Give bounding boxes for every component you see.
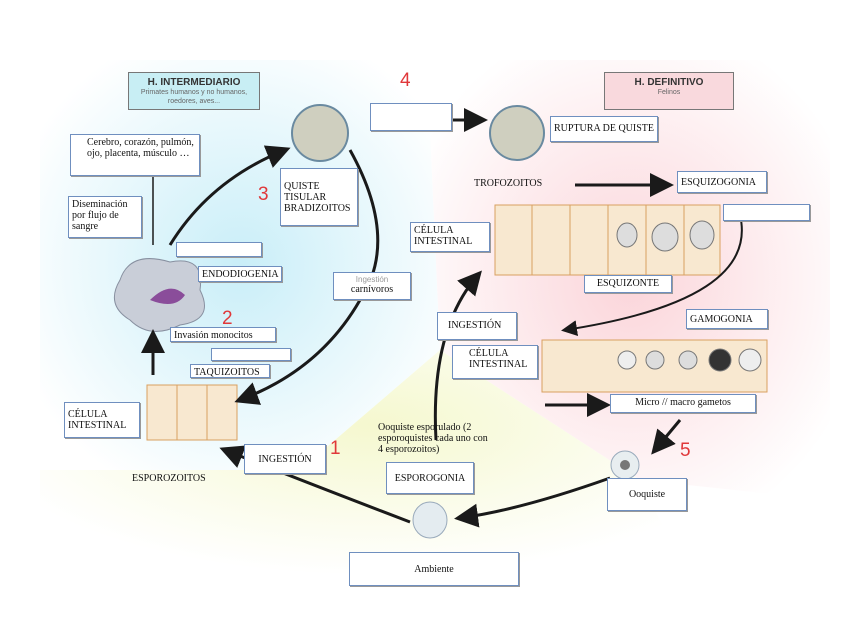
trophozoites-label: TROFOZOITOS (474, 178, 543, 189)
tissue-cyst (291, 104, 349, 162)
intestinal-cell-left-label: CÉLULA INTESTINAL (64, 402, 140, 438)
ingestion-left-label: INGESTIÓN (244, 444, 326, 474)
ingestion-right-label: INGESTIÓN (437, 312, 517, 340)
intestinal-cells-left (146, 384, 238, 441)
gametes-label: Micro // macro gametos (610, 394, 756, 413)
ingestion-faded-text: Ingestión (355, 275, 389, 284)
step-2: 2 (222, 308, 233, 329)
cycle-arrows (141, 108, 743, 528)
sporulated-oocyst-label: Ooquiste esporulado (2 esporoquistes cad… (378, 422, 488, 455)
step-5: 5 (680, 440, 691, 461)
organs-label: Cerebro, corazón, pulmón, ojo, placenta,… (70, 134, 200, 176)
endodiogeny-label: ENDODIOGENIA (198, 266, 282, 282)
blank-label-3 (370, 103, 452, 131)
oocyst-label: Ooquiste (607, 478, 687, 511)
intermediate-host-subtitle: Primates humanos y no humanos, roedores,… (140, 89, 248, 105)
intermediate-host-title: H. INTERMEDIARIO (147, 77, 241, 88)
step-4: 4 (400, 70, 411, 91)
tachyzoites-label: TAQUIZOITOS (190, 364, 270, 378)
schizont-label: ESQUIZONTE (584, 275, 672, 293)
definitive-host-subtitle: Felinos (657, 89, 681, 96)
blank-label-1 (176, 242, 262, 257)
monocyte-invasion-label: Invasión monocitos (170, 327, 276, 342)
intestinal-cells-top (494, 204, 721, 276)
sporozoites-label: ESPOROZOITOS (132, 473, 206, 484)
sporulated-oocyst (412, 501, 448, 539)
step-1: 1 (330, 438, 341, 459)
ruptured-cyst (489, 105, 545, 161)
carnivores-text: carnívoros (350, 284, 394, 295)
intestinal-cell-top-label: CÉLULA INTESTINAL (410, 222, 490, 252)
environment-region (40, 350, 700, 600)
tissue-cyst-label: QUISTE TISULAR BRADIZOITOS (280, 168, 358, 226)
intestinal-cells-right (541, 339, 768, 393)
gamogony-label: GAMOGONIA (686, 309, 768, 329)
intestinal-cell-right-label: CÉLULA INTESTINAL (452, 345, 538, 379)
cyst-rupture-label: RUPTURA DE QUISTE (550, 116, 658, 142)
blank-label-2 (211, 348, 291, 361)
schizogony-label: ESQUIZOGONIA (677, 171, 767, 193)
step-3: 3 (258, 184, 269, 205)
blank-label-4 (723, 204, 810, 221)
environment-label: Ambiente (349, 552, 519, 586)
sporogony-label: ESPOROGONIA (386, 462, 474, 494)
definitive-host-title: H. DEFINITIVO (634, 77, 704, 88)
dissemination-label: Diseminación por flujo de sangre (68, 196, 142, 238)
